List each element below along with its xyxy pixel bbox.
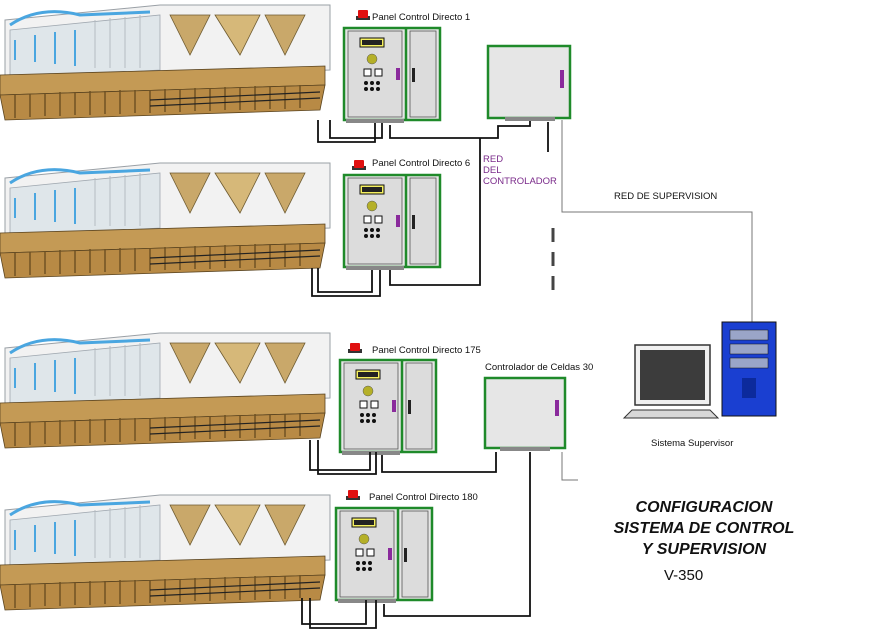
title-line-3: Y SUPERVISION [641, 541, 767, 558]
panel-1-label: Panel Control Directo 1 [372, 12, 471, 23]
alarm-light-icon [346, 490, 360, 500]
cell-controller-label: Controlador de Celdas 30 [485, 362, 594, 373]
alarm-light-icon [348, 343, 362, 353]
control-panel-175 [338, 358, 438, 457]
supervisor-computer-icon [622, 321, 777, 419]
panel-6-label: Panel Control Directo 6 [372, 158, 471, 169]
controller-network-label: RED DEL CONTROLADOR [483, 154, 557, 187]
cell-controller-cabinet [483, 376, 567, 451]
panel-175-label: Panel Control Directo 175 [372, 345, 481, 356]
title-line-2: SISTEMA DE CONTROL [613, 520, 795, 537]
pot-line-6-illustration [0, 156, 332, 280]
supervisor-system-label: Sistema Supervisor [651, 438, 734, 449]
controller-network-wiring [301, 120, 549, 629]
version-label: V-350 [664, 567, 704, 584]
alarm-light-icon [352, 160, 366, 170]
supervision-network-label: RED DE SUPERVISION [614, 191, 718, 202]
pot-line-175-illustration [0, 326, 332, 450]
controller-network-line1: RED [483, 154, 504, 165]
alarm-light-icon [356, 10, 370, 20]
controller-network-line3: CONTROLADOR [483, 176, 557, 187]
title-line-1: CONFIGURACION [635, 499, 773, 516]
pot-line-1-illustration [0, 0, 332, 122]
controller-cabinet-top [486, 44, 572, 121]
supervision-network-line [561, 120, 753, 322]
control-panel-180 [334, 506, 434, 605]
diagram-title: CONFIGURACION SISTEMA DE CONTROL Y SUPER… [604, 497, 804, 560]
supervision-network-line-lower [561, 452, 578, 481]
pot-line-180-illustration [0, 488, 332, 612]
control-panel-1 [342, 26, 442, 125]
controller-network-line2: DEL [483, 165, 502, 176]
panel-180-label: Panel Control Directo 180 [369, 492, 478, 503]
control-panel-6 [342, 173, 442, 272]
